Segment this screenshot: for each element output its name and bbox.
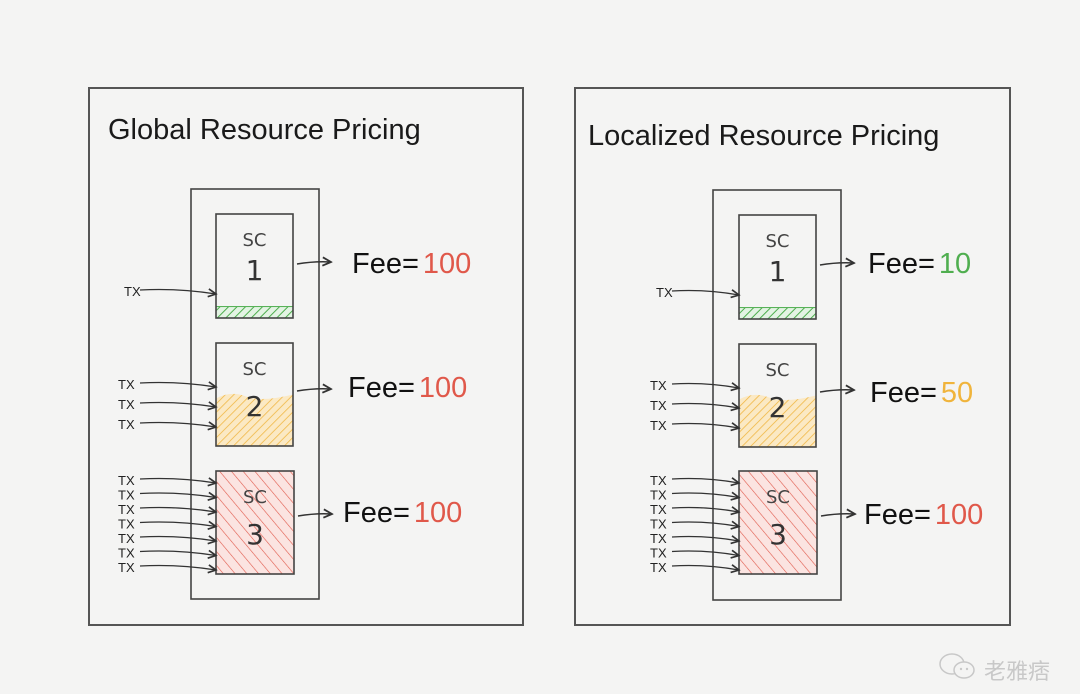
smart-contract-label: SC (766, 360, 790, 381)
fee-prefix: Fee= (870, 377, 937, 409)
fee-arrow (297, 514, 332, 516)
tx-label: TX (650, 560, 667, 575)
fee-prefix: Fee= (352, 248, 419, 280)
watermark-text: 老雅痞 (983, 659, 1050, 684)
tx-arrow (671, 493, 739, 498)
tx-arrow (671, 537, 739, 542)
tx-label: TX (118, 377, 135, 392)
tx-arrow (139, 537, 216, 542)
smart-contract-number: 3 (769, 518, 787, 551)
fee-value: 50 (940, 377, 974, 409)
smart-contract-number: 2 (246, 390, 264, 423)
fee-label: Fee=10 (868, 248, 971, 281)
smart-contract-label: SC (243, 230, 267, 251)
panel-localized (574, 87, 1011, 626)
tx-arrow (139, 566, 216, 571)
fee-prefix: Fee= (343, 497, 410, 529)
tx-arrow (139, 479, 216, 484)
tx-label: TX (650, 488, 667, 503)
fee-label: Fee=100 (352, 248, 471, 281)
smart-contract-number: 2 (769, 391, 787, 424)
tx-arrow (671, 424, 739, 429)
tx-arrow (671, 522, 739, 527)
tx-label: TX (118, 546, 135, 561)
tx-arrow (139, 423, 216, 428)
fee-value: 100 (418, 372, 468, 404)
tx-label: TX (118, 531, 135, 546)
contract-container (190, 188, 320, 600)
smart-contract-box (215, 342, 294, 447)
tx-arrow (671, 508, 739, 513)
tx-label: TX (650, 546, 667, 561)
tx-label: TX (118, 417, 135, 432)
tx-arrow (139, 493, 216, 498)
fee-value: 100 (422, 248, 472, 280)
contract-container (712, 189, 842, 601)
fee-value: 100 (934, 499, 984, 531)
smart-contract-box (738, 214, 817, 320)
tx-arrow (139, 522, 216, 527)
tx-arrow (139, 290, 216, 295)
tx-label: TX (118, 488, 135, 503)
tx-label: TX (118, 560, 135, 575)
fee-label: Fee=50 (870, 377, 973, 410)
smart-contract-label: SC (243, 359, 267, 380)
tx-label: TX (650, 517, 667, 532)
fee-label: Fee=100 (864, 499, 983, 532)
tx-arrow (671, 551, 739, 556)
tx-arrow (139, 551, 216, 556)
load-hatch-low (738, 307, 817, 320)
tx-label: TX (656, 285, 673, 300)
tx-label: TX (118, 397, 135, 412)
smart-contract-box (215, 213, 294, 319)
smart-contract-label: SC (243, 487, 267, 508)
load-hatch-high (216, 471, 294, 574)
fee-arrow (820, 514, 855, 516)
smart-contract-label: SC (766, 231, 790, 252)
tx-label: TX (124, 284, 141, 299)
wechat-icon (938, 652, 978, 688)
tx-label: TX (650, 378, 667, 393)
fee-arrow (296, 262, 331, 264)
tx-label: TX (118, 473, 135, 488)
watermark: 老雅痞 (938, 652, 1050, 688)
smart-contract-number: 1 (769, 255, 787, 288)
tx-arrow (139, 508, 216, 513)
fee-prefix: Fee= (868, 248, 935, 280)
tx-arrow (139, 383, 216, 388)
fee-label: Fee=100 (348, 372, 467, 405)
smart-contract-number: 1 (246, 254, 264, 287)
fee-prefix: Fee= (348, 372, 415, 404)
tx-arrow (671, 479, 739, 484)
fee-arrow (296, 389, 331, 391)
panel-title-global: Global Resource Pricing (108, 114, 421, 146)
fee-value: 100 (413, 497, 463, 529)
tx-label: TX (118, 517, 135, 532)
load-hatch-high (739, 471, 817, 574)
panel-title-localized: Localized Resource Pricing (588, 120, 940, 152)
fee-value: 10 (938, 248, 972, 280)
load-hatch-mid (739, 394, 816, 447)
tx-arrow (671, 384, 739, 389)
tx-label: TX (650, 502, 667, 517)
tx-label: TX (650, 418, 667, 433)
tx-label: TX (650, 473, 667, 488)
tx-arrow (671, 404, 739, 409)
tx-label: TX (650, 531, 667, 546)
smart-contract-number: 3 (246, 518, 264, 551)
load-hatch-mid (216, 393, 293, 446)
fee-label: Fee=100 (343, 497, 462, 530)
fee-arrow (819, 263, 854, 265)
smart-contract-box (738, 343, 817, 448)
tx-arrow (671, 566, 739, 571)
smart-contract-label: SC (766, 487, 790, 508)
tx-label: TX (118, 502, 135, 517)
fee-prefix: Fee= (864, 499, 931, 531)
tx-arrow (671, 291, 739, 296)
load-hatch-low (215, 306, 294, 319)
tx-arrow (139, 403, 216, 408)
fee-arrow (819, 390, 854, 392)
tx-label: TX (650, 398, 667, 413)
panel-global (88, 87, 524, 626)
